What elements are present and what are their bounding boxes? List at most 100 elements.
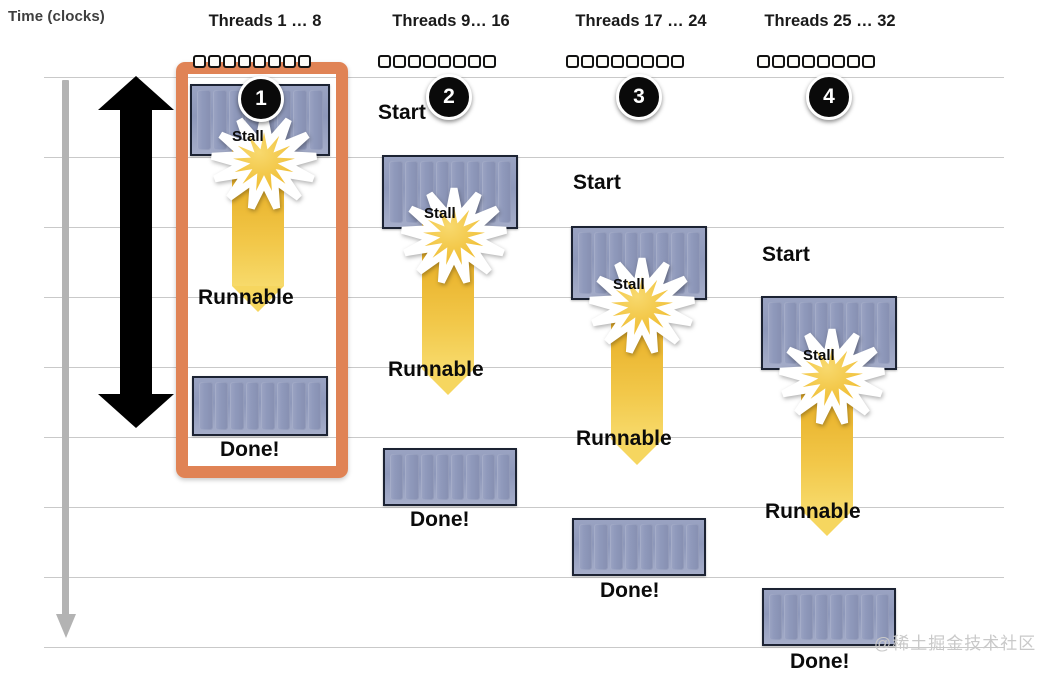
thread-chip-icon [626, 55, 639, 68]
thread-chips-col-3 [566, 55, 684, 68]
stall-burst-icon-col-1 [208, 110, 320, 214]
runnable-arrow-tip [232, 286, 284, 312]
thread-chip-icon [641, 55, 654, 68]
start-label-col-4: Start [762, 243, 810, 266]
thread-chip-icon [817, 55, 830, 68]
time-axis-shaft [62, 80, 69, 620]
thread-lane [814, 594, 828, 640]
runnable-arrow-tip [801, 510, 853, 536]
thread-lane [199, 382, 213, 430]
thread-lane [292, 382, 306, 430]
thread-chip-icon [483, 55, 496, 68]
thread-chip-icon [223, 55, 236, 68]
thread-chip-icon [208, 55, 221, 68]
thread-chip-icon [772, 55, 785, 68]
thread-lane [670, 524, 684, 570]
thread-lane [830, 594, 844, 640]
time-axis-head [56, 614, 76, 638]
time-axis-label: Time (clocks) [8, 8, 105, 25]
done-label-col-1: Done! [220, 438, 280, 461]
runnable-label-col-3: Runnable [576, 427, 672, 450]
thread-lane [860, 594, 874, 640]
thread-chip-icon [787, 55, 800, 68]
runnable-arrow-tip [611, 439, 663, 465]
thread-chip-icon [268, 55, 281, 68]
done-threads-block-col-3 [572, 518, 706, 576]
thread-lane [451, 454, 465, 500]
thread-chip-icon [862, 55, 875, 68]
thread-chip-icon [253, 55, 266, 68]
thread-lane [214, 382, 228, 430]
thread-lane [686, 232, 700, 294]
start-label-col-2: Start [378, 101, 426, 124]
thread-chip-icon [468, 55, 481, 68]
gridline [44, 577, 1004, 578]
stall-label-col-1: Stall [232, 128, 264, 145]
thread-lane [578, 232, 592, 294]
gridline [44, 507, 1004, 508]
thread-lane [389, 161, 403, 223]
thread-lane [230, 382, 244, 430]
thread-lane [594, 524, 608, 570]
done-label-col-2: Done! [410, 508, 470, 531]
stall-label-col-4: Stall [803, 347, 835, 364]
gridline [44, 157, 1004, 158]
runnable-label-col-2: Runnable [388, 358, 484, 381]
thread-lane [481, 454, 495, 500]
step-badge-3: 3 [616, 74, 662, 120]
thread-lane [405, 454, 419, 500]
thread-lane [420, 454, 434, 500]
thread-chip-icon [832, 55, 845, 68]
thread-chip-icon [283, 55, 296, 68]
thread-lane [609, 524, 623, 570]
thread-chip-icon [453, 55, 466, 68]
thread-chip-icon [378, 55, 391, 68]
thread-lane [197, 90, 211, 150]
stall-label-col-3: Stall [613, 276, 645, 293]
gridline [44, 77, 1004, 78]
column-title-col-1: Threads 1 … 8 [208, 12, 322, 30]
thread-lane [624, 524, 638, 570]
thread-lane [497, 161, 511, 223]
thread-chips-col-4 [757, 55, 875, 68]
thread-lane [245, 382, 259, 430]
done-label-col-4: Done! [790, 650, 850, 673]
thread-lane [309, 90, 323, 150]
stall-burst-icon-col-2 [398, 184, 510, 288]
gridline [44, 437, 1004, 438]
thread-chip-icon [581, 55, 594, 68]
thread-chip-icon [757, 55, 770, 68]
arrow-shaft [120, 106, 152, 398]
thread-lane [390, 454, 404, 500]
thread-lane [876, 302, 890, 364]
thread-lane [466, 454, 480, 500]
thread-lane [579, 524, 593, 570]
stall-burst-icon-col-3 [586, 254, 698, 358]
gridline [44, 367, 1004, 368]
thread-chips-col-1 [193, 55, 311, 68]
thread-lane [307, 382, 321, 430]
thread-chip-icon [238, 55, 251, 68]
thread-lane [875, 594, 889, 640]
thread-chip-icon [566, 55, 579, 68]
thread-lane [420, 161, 434, 223]
thread-lane [768, 302, 782, 364]
thread-lane [435, 454, 449, 500]
time-direction-arrow-icon [56, 80, 76, 648]
thread-chip-icon [611, 55, 624, 68]
stall-label-col-2: Stall [424, 205, 456, 222]
running-threads-block-col-4 [761, 296, 897, 370]
arrow-head-down [98, 394, 174, 428]
watermark: @稀土掘金技术社区 [874, 634, 1037, 653]
start-label-col-3: Start [573, 171, 621, 194]
thread-chip-icon [438, 55, 451, 68]
done-threads-block-col-2 [383, 448, 517, 506]
done-threads-block-col-4 [762, 588, 896, 646]
thread-lane [769, 594, 783, 640]
arrow-head-up [98, 76, 174, 110]
thread-chips-col-2 [378, 55, 496, 68]
thread-chip-icon [802, 55, 815, 68]
thread-lane [640, 524, 654, 570]
gridline [44, 227, 1004, 228]
